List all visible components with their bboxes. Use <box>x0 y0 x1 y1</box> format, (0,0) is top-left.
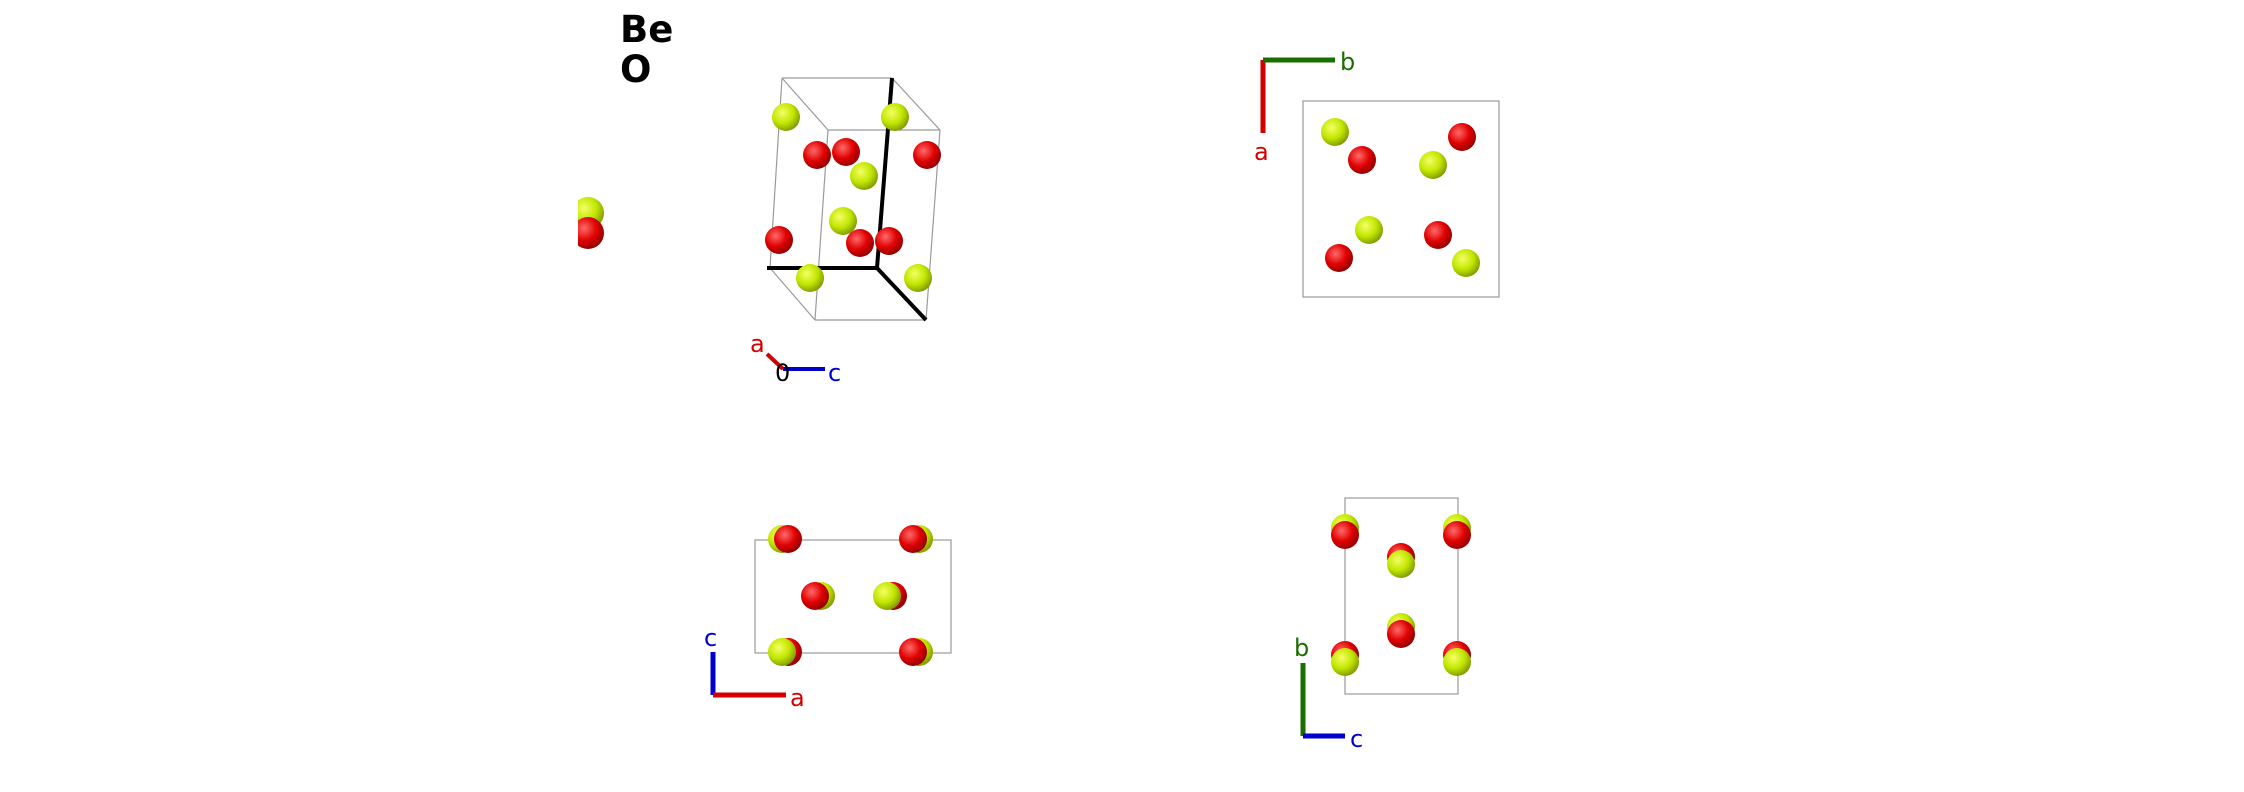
axis-label-b: b <box>1340 48 1355 76</box>
axis-label-a: a <box>1254 138 1269 166</box>
o-atom <box>774 525 802 553</box>
be-atom <box>881 103 909 131</box>
legend-o-sphere <box>572 217 604 249</box>
unit-cell-outline <box>754 539 952 654</box>
view-c-panel: b a <box>1254 48 1500 298</box>
view-c-axes-triad: b a <box>1254 48 1355 166</box>
axis-label-origin: 0 <box>775 359 790 387</box>
o-atom <box>1448 123 1476 151</box>
be-atom <box>1355 216 1383 244</box>
legend-o-label: O <box>620 48 652 91</box>
be-atom <box>829 207 857 235</box>
view-b-panel: c a <box>704 525 952 712</box>
be-atom <box>772 103 800 131</box>
be-atom <box>850 162 878 190</box>
view-a-atoms <box>1331 514 1471 676</box>
o-atom <box>899 638 927 666</box>
o-atom <box>899 525 927 553</box>
o-atom <box>1387 620 1415 648</box>
legend-be-label: Be <box>620 8 674 51</box>
be-atom <box>768 638 796 666</box>
view-a-axes-triad: b c <box>1294 634 1363 753</box>
o-atom <box>765 226 793 254</box>
o-atom <box>875 227 903 255</box>
o-atom <box>801 582 829 610</box>
view-b-atoms <box>768 525 933 666</box>
be-atom <box>1419 151 1447 179</box>
o-atom <box>1331 521 1359 549</box>
be-atom <box>873 582 901 610</box>
be-atom <box>1387 550 1415 578</box>
unit-cell-outline <box>1302 100 1500 298</box>
axis-label-a: a <box>790 684 805 712</box>
view-a-panel: b c <box>1294 497 1471 753</box>
unit-cell-outline <box>1344 497 1459 695</box>
legend-spheres <box>560 190 604 260</box>
be-atom <box>796 264 824 292</box>
be-atom <box>904 264 932 292</box>
be-atom <box>1331 648 1359 676</box>
be-atom <box>1321 118 1349 146</box>
be-atom <box>1443 648 1471 676</box>
o-atom <box>846 229 874 257</box>
axis-label-c: c <box>828 359 841 387</box>
perspective-axes-triad: a 0 c <box>750 330 841 387</box>
o-atom <box>913 141 941 169</box>
axis-label-a: a <box>750 330 765 358</box>
o-atom <box>1325 244 1353 272</box>
o-atom <box>1348 146 1376 174</box>
o-atom <box>803 141 831 169</box>
o-atom <box>1424 221 1452 249</box>
view-b-axes-triad: c a <box>704 624 805 712</box>
be-atom <box>1452 249 1480 277</box>
perspective-atoms <box>765 103 941 292</box>
o-atom <box>1443 521 1471 549</box>
view-c-atoms <box>1321 118 1480 277</box>
axis-label-c: c <box>1350 725 1363 753</box>
o-atom <box>832 138 860 166</box>
perspective-panel: a 0 c <box>750 77 941 387</box>
axis-label-b: b <box>1294 634 1309 662</box>
axis-label-c: c <box>704 624 717 652</box>
